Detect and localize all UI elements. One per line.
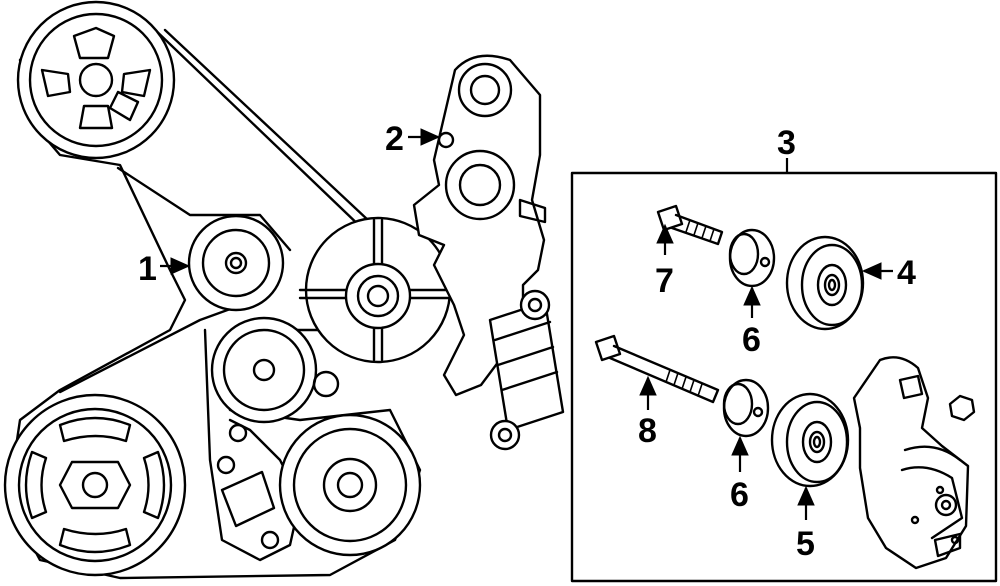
callout-3: 3 [777, 124, 796, 162]
callout-6-upper: 6 [742, 321, 761, 359]
callout-8: 8 [638, 412, 657, 450]
upper-pulley [16, 0, 176, 160]
leader-lines [160, 128, 893, 520]
bolt-7 [656, 204, 724, 246]
middle-pulley [210, 316, 340, 424]
idler-pulley-5 [770, 392, 850, 488]
mount-bracket [203, 328, 302, 562]
idler-pulley-1 [187, 214, 285, 312]
callout-2: 2 [385, 120, 404, 158]
callout-4: 4 [897, 254, 916, 292]
callout-6-lower: 6 [730, 476, 749, 514]
crank-pulley [3, 393, 187, 577]
spacer-6-lower [722, 378, 770, 438]
spacer-6-upper [728, 228, 776, 288]
bolt-8 [594, 334, 720, 404]
callout-7: 7 [655, 262, 674, 300]
tensioner-assembly [412, 54, 565, 451]
callout-1: 1 [138, 250, 157, 288]
center-pulley [298, 216, 457, 364]
lower-right-pulley [278, 413, 422, 557]
kit-box [570, 171, 998, 583]
engine-belt-assembly [3, 0, 457, 580]
tensioner-body [852, 356, 976, 570]
idler-pulley-4 [785, 235, 865, 331]
callout-5: 5 [796, 525, 815, 563]
